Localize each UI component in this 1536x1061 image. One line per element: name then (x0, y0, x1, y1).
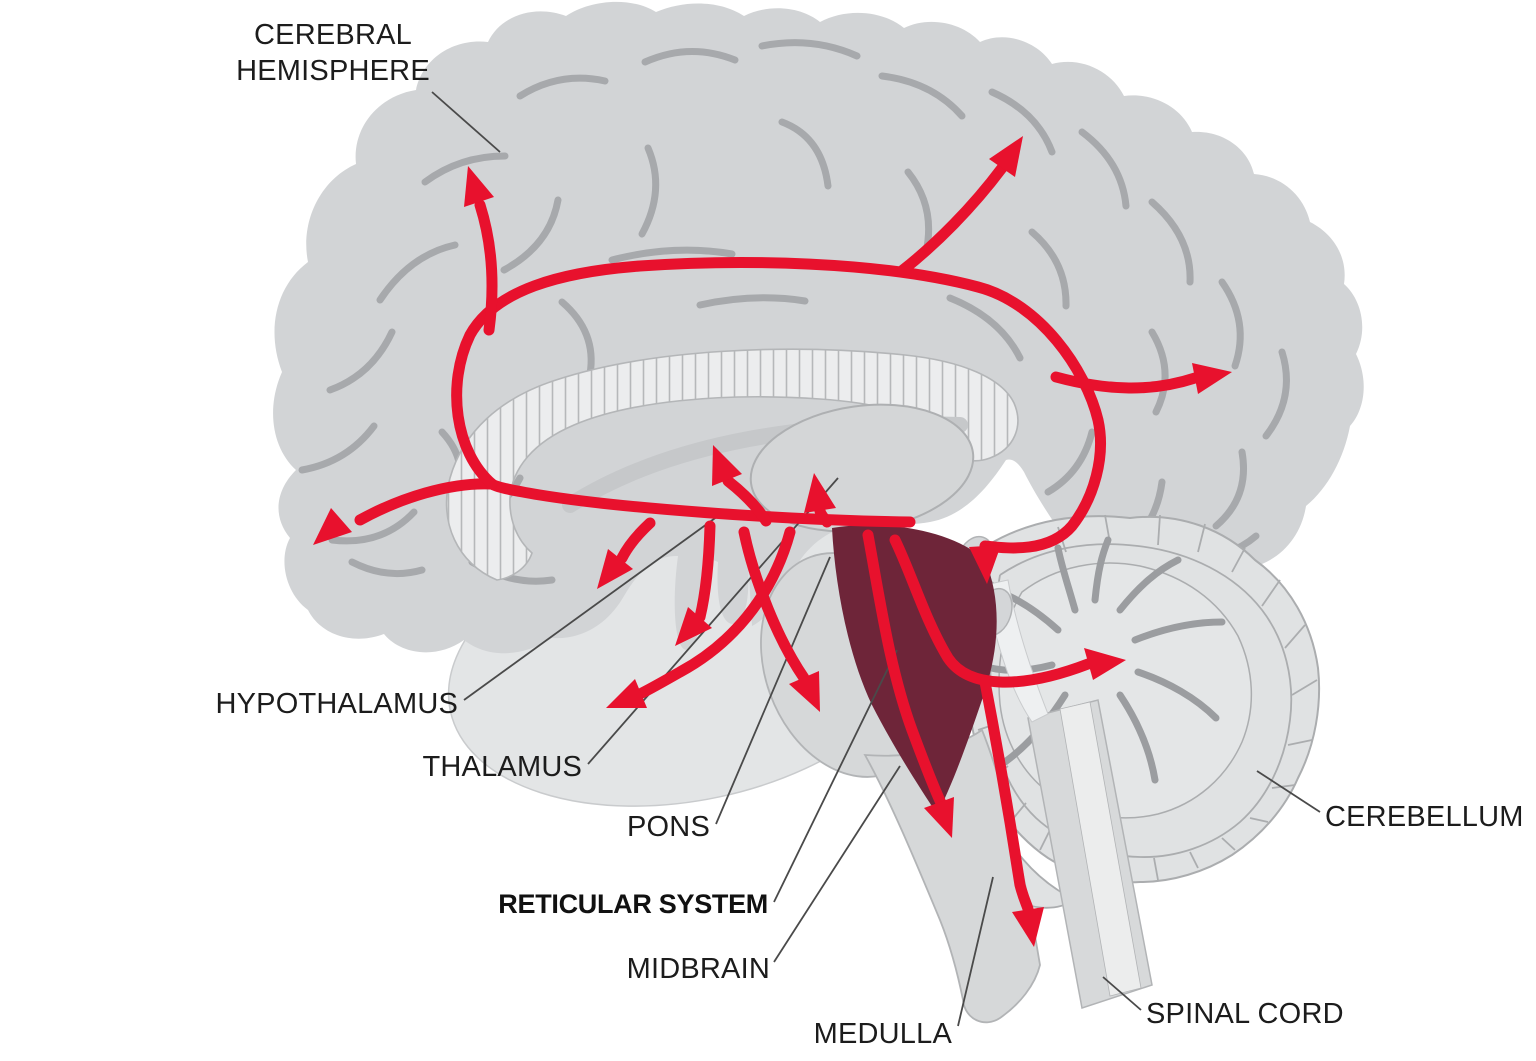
arrowhead-thalamus-2 (804, 473, 836, 513)
label-pons: PONS (627, 811, 710, 843)
label-cerebellum: CEREBELLUM (1325, 801, 1524, 833)
leader-hypothalamus (463, 515, 719, 701)
arrow-shaft-to-basal-left (636, 526, 796, 699)
arrowhead-hypothalamus-2 (675, 607, 712, 646)
leader-thalamus (587, 477, 839, 765)
label-thalamus: THALAMUS (422, 751, 582, 783)
arrowhead-colliculi (969, 545, 1001, 584)
arrowhead-basal-right (789, 671, 820, 712)
leader-lines (431, 91, 1321, 1027)
arrow-shaft-to-hypothalamus-2 (694, 520, 716, 623)
arrow-shaft-to-occipital (1050, 371, 1201, 394)
arrowhead-cerebellum (1084, 648, 1126, 680)
leader-cerebral-hemisphere (431, 91, 501, 153)
arrowhead-occipital (1192, 363, 1232, 394)
leader-cerebellum (1256, 770, 1321, 813)
leader-midbrain (773, 765, 901, 963)
arrowhead-brainstem (924, 797, 954, 838)
arrow-shaft-to-cerebellum (889, 534, 1094, 688)
arrow-shaft-to-superior-frontal (474, 199, 498, 336)
reticular-system-shape (832, 525, 997, 814)
arrowhead-thalamus-1 (712, 445, 742, 486)
label-cerebral-hemisphere-line1: CEREBRAL (254, 19, 412, 51)
label-cerebral-hemisphere-line2: HEMISPHERE (236, 55, 430, 87)
leader-pons (715, 556, 831, 825)
arrow-shaft-down-spinal (979, 676, 1034, 915)
arrowhead-spinal (1012, 907, 1044, 947)
label-medulla: MEDULLA (814, 1018, 953, 1050)
arrow-shaft-to-thalamus-1 (722, 475, 772, 527)
spinal-cord-shape (1027, 699, 1153, 1009)
label-reticular-system: RETICULAR SYSTEM (498, 889, 768, 919)
medulla-shape (863, 728, 1041, 1024)
corpus-callosum (445, 348, 1019, 581)
arrow-shaft-to-basal-right (738, 526, 810, 684)
arrowhead-parietal (989, 136, 1023, 177)
arrowhead-basal-left (606, 679, 647, 708)
leader-reticular-system (773, 649, 898, 903)
label-hypothalamus: HYPOTHALAMUS (216, 688, 459, 720)
cerebellum-shape (966, 514, 1321, 909)
leader-medulla (957, 876, 994, 1027)
arrow-heads (313, 136, 1232, 947)
arrow-shaft-to-thalamus-2 (814, 505, 833, 528)
arrow-shaft-to-hypothalamus-1 (616, 517, 656, 564)
label-midbrain: MIDBRAIN (627, 953, 770, 985)
arrow-shaft-to-parietal (897, 162, 1008, 276)
arrowhead-hypothalamus-1 (597, 549, 633, 589)
arrow-shaft-down-brainstem (862, 529, 947, 809)
arrow-shaft-to-frontal-lower (354, 478, 916, 528)
labels: CEREBRAL HEMISPHERE HYPOTHALAMUS THALAMU… (216, 19, 1524, 1050)
label-spinal-cord: SPINAL CORD (1146, 998, 1344, 1030)
reticular-projection-arrows (354, 162, 1201, 915)
leader-spinal-cord (1102, 976, 1142, 1011)
arrowhead-frontal-lower (313, 508, 352, 545)
arrowhead-superior-frontal (464, 166, 494, 207)
